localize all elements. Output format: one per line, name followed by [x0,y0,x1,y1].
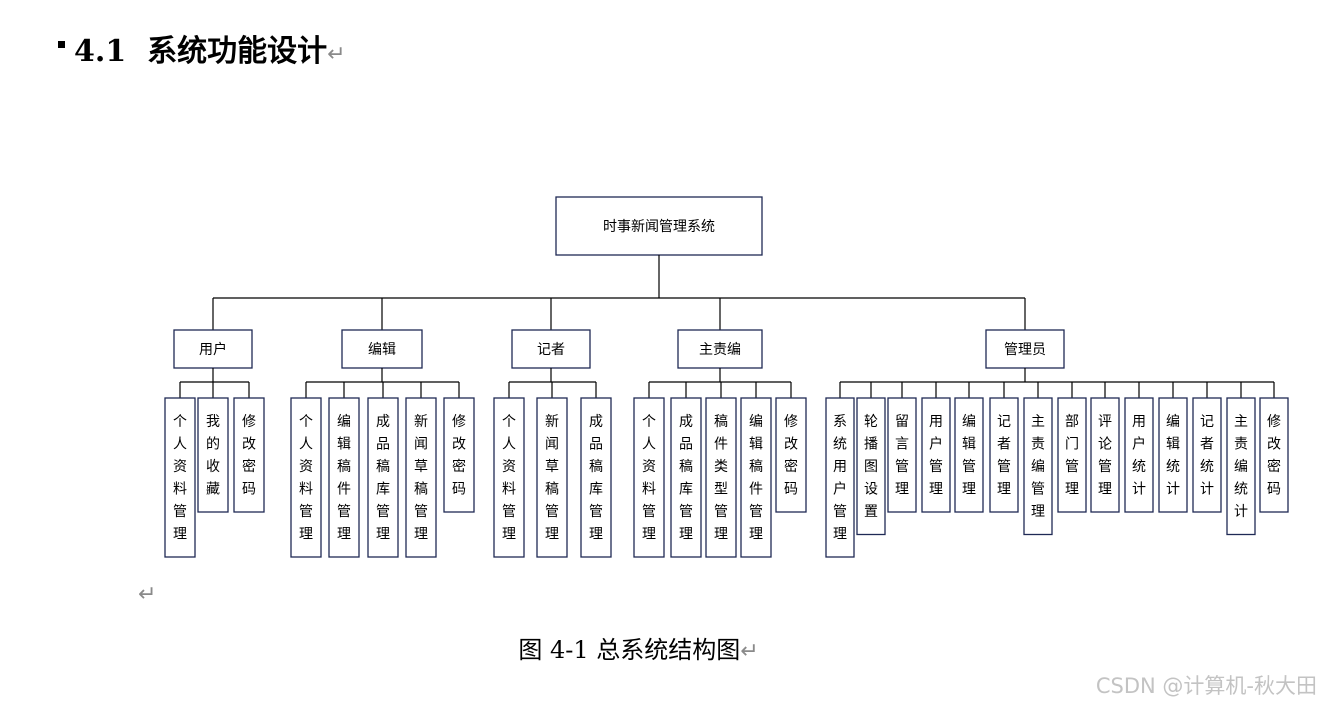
return-mark-icon: ↵ [327,42,346,67]
leaf-node-label: 编辑统计 [1166,414,1180,498]
leaf-node-box [233,397,265,513]
leaf-node-box [290,397,322,558]
caption-text: 图 4-1 总系统结构图 [518,636,741,664]
leaf-node-label: 修改密码 [1267,414,1281,498]
role-node-label: 用户 [199,341,227,358]
leaf-node-box [1090,397,1120,513]
paragraph-return-icon: ↵ [138,582,157,607]
section-number: 4.1 [74,34,127,69]
leaf-node-label: 个人资料管理 [502,414,516,543]
section-title: 系统功能设计 [147,34,328,69]
role-node-label: 主责编 [699,342,741,358]
leaf-node-label: 用户统计 [1132,414,1146,498]
leaf-node-box [705,397,737,558]
leaf-node-box [1259,397,1289,513]
leaf-node-label: 成品稿库管理 [376,414,390,543]
leaf-node-label: 修改密码 [242,414,256,498]
leaf-node-label: 新闻草稿管理 [414,414,428,543]
role-node-box [341,329,423,369]
watermark: CSDN @计算机-秋大田 [1095,674,1317,698]
leaf-node-box [740,397,772,558]
leaf-node-label: 稿件类型管理 [714,414,728,543]
leaf-node-box [921,397,951,513]
leaf-node-box [1124,397,1154,513]
leaf-node-box [493,397,525,558]
leaf-node-label: 修改密码 [784,414,798,498]
root-node-box [555,196,763,256]
leaf-node-label: 用户管理 [929,414,943,498]
leaf-node-label: 修改密码 [452,414,466,498]
leaf-node-box [164,397,196,558]
leaf-node-box [443,397,475,513]
leaf-node-label: 留言管理 [895,414,909,498]
leaf-node-label: 新闻草稿管理 [545,414,559,543]
leaf-node-box [580,397,612,558]
leaf-node-box [825,397,855,558]
leaf-node-label: 记者管理 [997,414,1011,498]
leaf-node-label: 轮播图设置 [864,414,878,520]
leaf-node-label: 系统用户管理 [833,414,847,543]
leaf-node-box [1192,397,1222,513]
leaf-node-label: 评论管理 [1098,414,1112,498]
role-node-box [511,329,591,369]
leaf-node-label: 主责编管理 [1031,414,1045,520]
leaf-node-label: 部门管理 [1065,414,1079,498]
leaf-node-box [856,397,886,536]
leaf-node-box [887,397,917,513]
leaf-node-label: 编辑稿件管理 [749,414,763,543]
role-node-label: 记者 [537,342,565,358]
figure-caption: 图 4-1 总系统结构图↵ [0,630,1277,665]
leaf-node-box [1057,397,1087,513]
root-node-label: 时事新闻管理系统 [603,219,715,235]
leaf-node-box [1158,397,1188,513]
leaf-node-label: 成品稿库管理 [679,414,693,543]
bullet-marker [58,40,65,48]
leaf-node-label: 我的收藏 [206,414,220,498]
leaf-node-box [1023,397,1053,536]
leaf-node-box [954,397,984,513]
section-heading: 4.1 系统功能设计↵ [58,30,346,74]
leaf-node-label: 成品稿库管理 [589,414,603,543]
leaf-node-box [367,397,399,558]
leaf-node-box [1226,397,1256,536]
role-node-label: 管理员 [1004,342,1046,358]
leaf-node-label: 编辑管理 [962,414,976,498]
leaf-node-box [328,397,360,558]
role-node-label: 编辑 [368,342,396,358]
leaf-node-box [775,397,807,513]
role-node-box [677,329,763,369]
leaf-node-label: 编辑稿件管理 [337,414,351,543]
leaf-node-box [197,397,229,513]
leaf-node-box [536,397,568,558]
leaf-node-box [670,397,702,558]
role-node-box [173,329,253,369]
leaf-node-label: 个人资料管理 [299,414,313,543]
leaf-node-box [989,397,1019,513]
leaf-node-label: 主责编统计 [1234,414,1248,520]
leaf-node-label: 个人资料管理 [173,414,187,543]
leaf-node-label: 记者统计 [1200,414,1214,498]
leaf-node-label: 个人资料管理 [642,414,656,543]
leaf-node-box [405,397,437,558]
leaf-node-box [633,397,665,558]
caption-return-icon: ↵ [740,639,759,664]
